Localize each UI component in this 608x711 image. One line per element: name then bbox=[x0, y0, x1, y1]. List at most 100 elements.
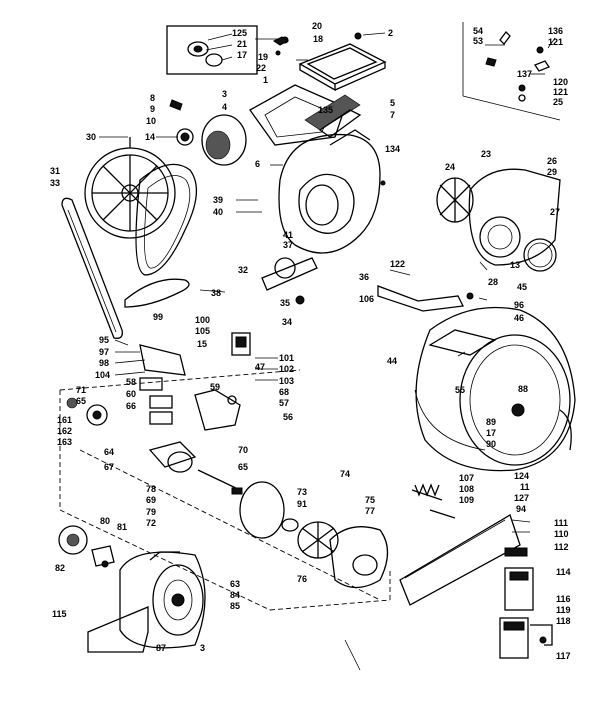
part-label: 135 bbox=[318, 105, 333, 115]
part-label: 119 bbox=[556, 605, 571, 615]
part-label: 122 bbox=[390, 259, 405, 269]
part-label: 69 bbox=[146, 495, 156, 505]
blower-disc bbox=[239, 481, 299, 539]
part-label: 59 bbox=[210, 382, 220, 392]
part-label: 57 bbox=[279, 398, 289, 408]
part-label: 103 bbox=[279, 376, 294, 386]
small-pulley bbox=[169, 99, 194, 146]
part-label: 38 bbox=[211, 288, 221, 298]
inset-box-filter bbox=[166, 25, 258, 75]
part-label: 94 bbox=[516, 504, 526, 514]
rear-bracket bbox=[377, 269, 474, 312]
motor-pulley bbox=[58, 525, 115, 568]
part-label: 77 bbox=[365, 506, 375, 516]
part-label: 88 bbox=[518, 384, 528, 394]
part-label: 124 bbox=[514, 471, 529, 481]
part-label: 112 bbox=[554, 542, 569, 552]
part-label: 46 bbox=[514, 313, 524, 323]
drive-belts bbox=[61, 163, 198, 339]
part-label: 114 bbox=[556, 567, 571, 577]
part-label: 118 bbox=[556, 616, 571, 626]
part-label: 60 bbox=[126, 389, 136, 399]
part-label: 40 bbox=[213, 207, 223, 217]
part-label: 99 bbox=[153, 312, 163, 322]
part-label: 84 bbox=[230, 590, 240, 600]
side-brackets bbox=[499, 547, 553, 659]
part-label: 79 bbox=[146, 507, 156, 517]
part-label: 63 bbox=[230, 579, 240, 589]
blower-fan bbox=[297, 521, 339, 559]
fan-disc bbox=[201, 114, 247, 166]
part-label: 81 bbox=[117, 522, 127, 532]
part-label: 26 bbox=[547, 156, 557, 166]
part-label: 2 bbox=[388, 28, 393, 38]
part-label: 111 bbox=[554, 518, 568, 528]
timer-switch bbox=[231, 332, 251, 356]
part-label: 29 bbox=[547, 167, 557, 177]
part-label: 76 bbox=[297, 574, 307, 584]
part-label: 163 bbox=[57, 437, 72, 447]
part-label: 70 bbox=[238, 445, 248, 455]
part-label: 98 bbox=[99, 358, 109, 368]
part-labels: 125 21 17 20 18 19 22 1 2 54 53 136 121 … bbox=[50, 21, 571, 661]
part-label: 55 bbox=[455, 385, 465, 395]
part-label: 64 bbox=[104, 447, 114, 457]
part-label: 101 bbox=[279, 353, 294, 363]
part-label: 106 bbox=[359, 294, 374, 304]
part-label: 87 bbox=[156, 643, 166, 653]
dryer-drum bbox=[414, 306, 576, 472]
part-label: 22 bbox=[256, 63, 266, 73]
part-label: 39 bbox=[213, 195, 223, 205]
part-label: 5 bbox=[390, 98, 395, 108]
drive-motor bbox=[119, 551, 206, 649]
part-label: 17 bbox=[486, 428, 496, 438]
drum-pulley bbox=[84, 137, 176, 239]
part-label: 96 bbox=[514, 300, 524, 310]
part-label: 3 bbox=[222, 89, 227, 99]
part-label: 41 bbox=[283, 230, 293, 240]
part-label: 120 bbox=[553, 77, 568, 87]
part-label: 8 bbox=[150, 93, 155, 103]
part-label: 1 bbox=[263, 75, 268, 85]
part-label: 6 bbox=[255, 159, 260, 169]
part-label: 121 bbox=[548, 37, 563, 47]
part-label: 116 bbox=[556, 594, 571, 604]
part-label: 82 bbox=[55, 563, 65, 573]
part-label: 34 bbox=[282, 317, 292, 327]
part-label: 117 bbox=[556, 651, 571, 661]
part-label: 35 bbox=[280, 298, 290, 308]
leader-lines bbox=[99, 32, 556, 533]
part-label: 23 bbox=[481, 149, 491, 159]
part-label: 15 bbox=[197, 339, 207, 349]
belt-switch-assembly bbox=[139, 344, 241, 431]
blower-housing-lower bbox=[329, 526, 389, 589]
part-label: 19 bbox=[258, 52, 268, 62]
part-label: 105 bbox=[195, 326, 210, 336]
blower-wheel bbox=[436, 177, 474, 223]
part-label: 20 bbox=[312, 21, 322, 31]
part-label: 104 bbox=[95, 370, 110, 380]
part-label: 127 bbox=[514, 493, 529, 503]
part-label: 45 bbox=[517, 282, 527, 292]
stray-mark bbox=[344, 639, 361, 671]
part-label: 54 bbox=[473, 26, 483, 36]
part-label: 58 bbox=[126, 377, 136, 387]
part-label: 25 bbox=[553, 97, 563, 107]
part-label: 72 bbox=[146, 518, 156, 528]
part-label: 3 bbox=[200, 643, 205, 653]
part-label: 115 bbox=[52, 609, 67, 619]
idler-pulley bbox=[66, 397, 108, 426]
part-label: 162 bbox=[57, 426, 72, 436]
motor-shaft bbox=[148, 441, 243, 495]
part-label: 75 bbox=[365, 495, 375, 505]
part-label: 73 bbox=[297, 487, 307, 497]
part-label: 107 bbox=[459, 473, 474, 483]
part-label: 74 bbox=[340, 469, 350, 479]
front-panel bbox=[399, 514, 521, 606]
spring-assembly bbox=[411, 483, 456, 519]
part-label: 18 bbox=[313, 34, 323, 44]
base-outline bbox=[59, 369, 391, 611]
motor-mount bbox=[87, 606, 149, 653]
